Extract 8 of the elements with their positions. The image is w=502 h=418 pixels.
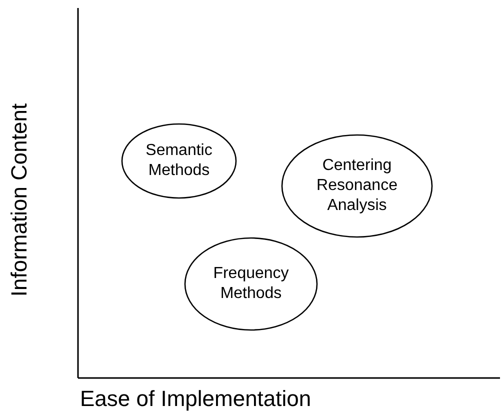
y-axis-label: Information Content [7,103,33,297]
node-label: Semantic Methods [144,141,214,181]
ellipse-node [281,134,433,238]
node-label: Centering Resonance Analysis [316,156,398,216]
ellipse-node [121,123,237,199]
node-label: Frequency Methods [212,264,290,304]
ellipse-node [184,237,318,331]
x-axis-label: Ease of Implementation [80,386,312,412]
